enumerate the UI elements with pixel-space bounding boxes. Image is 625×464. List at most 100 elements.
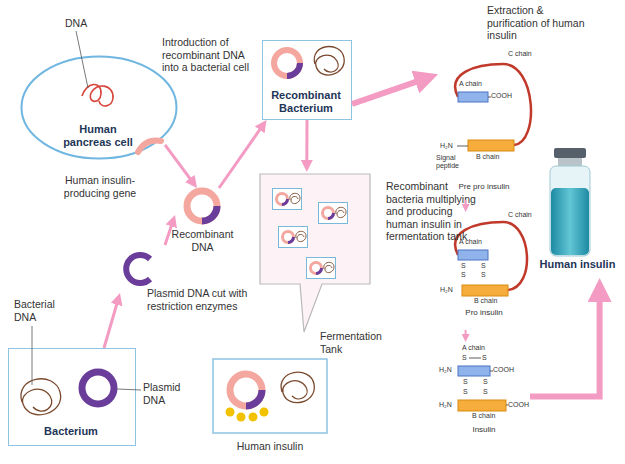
bond-line xyxy=(490,371,493,372)
bond-line xyxy=(506,405,508,406)
label-text: S xyxy=(461,262,469,270)
insulin-stage: Pre pro insulin xyxy=(438,52,530,200)
label-text: A chain xyxy=(459,80,489,88)
label-text: B chain xyxy=(476,153,508,161)
bond-line xyxy=(469,358,481,359)
flow-arrow xyxy=(305,120,308,166)
node-text: Bacterium xyxy=(9,425,133,438)
label-text: S xyxy=(463,378,471,386)
flow-arrow xyxy=(165,221,173,245)
label-text: S xyxy=(481,262,489,270)
plasmid-segment xyxy=(287,63,300,76)
b-chain xyxy=(462,285,508,296)
label-text: S xyxy=(483,388,491,396)
label-text: S xyxy=(483,378,491,386)
cut-plasmid xyxy=(126,255,150,283)
label-text: H₂N xyxy=(439,366,457,374)
node-text: Recombinant Bacterium xyxy=(263,89,349,115)
callout-outline xyxy=(260,174,370,332)
insulin-vial: Human insulin xyxy=(535,148,620,278)
label-text: C chain xyxy=(508,211,538,219)
insulin-dot xyxy=(260,408,269,417)
label-text: COOH xyxy=(493,366,517,374)
node-text: Fermentation Tank xyxy=(320,330,390,355)
gene-fragment xyxy=(138,140,161,152)
node-text: DNA xyxy=(65,17,105,30)
insulin-dot xyxy=(237,413,246,422)
recombinant-plasmid xyxy=(187,191,217,221)
node-text: Pre pro insulin xyxy=(438,182,530,192)
node-text: Human insulin-producing gene xyxy=(50,174,150,199)
leader-line xyxy=(117,389,141,390)
node-text: Human insulin xyxy=(535,258,620,271)
cell-ellipse: DNAHuman pancreas cell xyxy=(20,55,178,160)
bacterial-chromosome xyxy=(281,372,314,402)
bacterium-cell xyxy=(273,189,302,210)
label-text: A chain xyxy=(462,344,492,352)
bond-line xyxy=(488,97,491,98)
plasmid-segment xyxy=(246,390,262,406)
label-text: S xyxy=(461,271,469,279)
recombinant-plasmid xyxy=(274,50,300,76)
label-text: H₂N xyxy=(440,286,458,294)
recombinant-plasmid xyxy=(230,374,262,406)
bond-line xyxy=(457,146,468,147)
label-text: C chain xyxy=(508,50,538,58)
node-text: Human pancreas cell xyxy=(58,123,138,149)
label-text: Extraction & purification of human insul… xyxy=(487,4,587,42)
c-chain xyxy=(455,64,531,145)
bacterium-box: Bacterium xyxy=(8,348,136,446)
flow-arrow xyxy=(104,299,118,348)
vial-liquid xyxy=(551,188,589,255)
gene-fragment: Human insulin-producing gene xyxy=(50,132,165,218)
vial-neck xyxy=(558,158,582,166)
recombinant-dna: Recombinant DNA xyxy=(175,188,230,265)
label-text: B chain xyxy=(472,412,504,420)
label-text: S xyxy=(482,354,490,362)
fermentation-tank: Fermentation Tank xyxy=(258,172,383,358)
bacterial-chromosome xyxy=(21,379,61,415)
flow-arrow xyxy=(165,145,193,183)
vial-cap xyxy=(554,148,586,158)
flow-arrow xyxy=(352,78,427,104)
flow-arrow xyxy=(465,330,467,338)
flow-arrow xyxy=(465,200,467,208)
dna-strand xyxy=(82,84,113,106)
b-chain xyxy=(458,400,506,411)
plasmid-ring xyxy=(82,372,114,404)
label-text: Plasmid DNA xyxy=(143,381,198,406)
a-chain xyxy=(458,92,488,102)
label-text: H₂N xyxy=(439,401,457,409)
label-text: S xyxy=(481,271,489,279)
leader-line xyxy=(76,31,88,88)
insulin-dot xyxy=(249,413,258,422)
label-text: Recombinant bacteria multiplying and pro… xyxy=(386,180,482,243)
leader-line xyxy=(32,326,33,385)
bacterial-chromosome xyxy=(314,47,344,75)
label-text: Bacterial DNA xyxy=(14,298,76,323)
flow-arrow xyxy=(530,290,600,397)
bacterium-cell xyxy=(307,258,336,279)
bacterium-cell xyxy=(279,227,308,248)
insulin-dot xyxy=(226,408,235,417)
node-text: Insulin xyxy=(438,425,530,435)
cell-outline xyxy=(22,57,177,159)
label-text: A chain xyxy=(459,238,489,246)
label-text: B chain xyxy=(474,297,506,305)
label-text: Introduction of recombinant DNA into a b… xyxy=(162,36,257,74)
node-text: Recombinant DNA xyxy=(170,228,235,253)
plasmid-segment xyxy=(202,206,217,221)
node-text: Pro insulin xyxy=(438,308,530,318)
label-text: S xyxy=(463,388,471,396)
label-text: H₂N xyxy=(440,142,458,150)
bacterium-box: Recombinant Bacterium xyxy=(262,40,352,120)
label-text: S xyxy=(462,354,470,362)
label-text: COOH xyxy=(491,92,515,100)
bacterium-cell xyxy=(319,203,348,224)
plasmid-dna: Plasmid DNA cut with restriction enzymes xyxy=(120,245,270,325)
